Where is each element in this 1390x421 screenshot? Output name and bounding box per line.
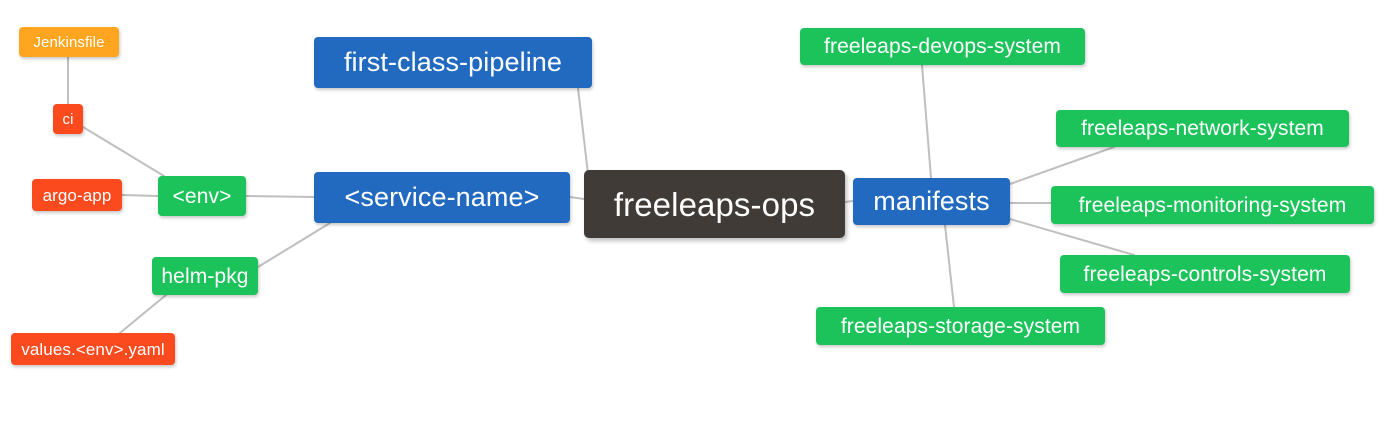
node-env[interactable]: <env> [158,176,246,216]
node-ci[interactable]: ci [53,104,83,134]
node-jenkinsfile[interactable]: Jenkinsfile [19,27,119,57]
node-first-class-pipeline[interactable]: first-class-pipeline [314,37,592,88]
node-freeleaps-storage-system[interactable]: freeleaps-storage-system [816,307,1105,345]
node-freeleaps-network-system[interactable]: freeleaps-network-system [1056,110,1349,147]
node-freeleaps-devops-system[interactable]: freeleaps-devops-system [800,28,1085,65]
node-helm-pkg[interactable]: helm-pkg [152,257,258,295]
edge-manifests-to-freeleaps-storage-system [944,224,955,308]
edge-root-to-first-class-pipeline [577,87,589,175]
edge-env-to-ci [82,126,165,177]
node-freeleaps-monitoring-system[interactable]: freeleaps-monitoring-system [1051,186,1374,224]
node-manifests[interactable]: manifests [853,178,1010,225]
node-root[interactable]: freeleaps-ops [584,170,845,238]
node-argo-app[interactable]: argo-app [32,179,122,211]
edge-env-to-argo-app [121,194,159,197]
node-values-env-yaml[interactable]: values.<env>.yaml [11,333,175,365]
edge-manifests-to-freeleaps-devops-system [921,64,932,179]
edge-service-name-to-helm-pkg [257,222,331,268]
node-freeleaps-controls-system[interactable]: freeleaps-controls-system [1060,255,1350,293]
edge-root-to-service-name [569,196,585,200]
edge-service-name-to-env [245,195,315,198]
edge-manifests-to-freeleaps-controls-system [1009,218,1135,256]
edge-helm-pkg-to-values-env-yaml [119,294,167,334]
edge-manifests-to-freeleaps-network-system [1009,146,1115,185]
node-service-name[interactable]: <service-name> [314,172,570,223]
edge-root-to-manifests [844,200,854,203]
